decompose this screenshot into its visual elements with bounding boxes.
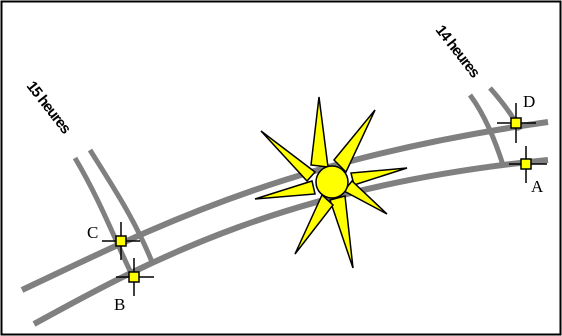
crosshair-marker-icon bbox=[129, 272, 139, 282]
point-label-b: B bbox=[114, 295, 125, 314]
crosshair-marker-icon bbox=[521, 159, 531, 169]
point-label-a: A bbox=[531, 177, 544, 196]
crosshair-marker-icon bbox=[116, 236, 126, 246]
crosshair-marker-icon bbox=[511, 118, 521, 128]
hour-label-14: 14 heures bbox=[432, 22, 483, 81]
hour-label-15: 15 heures bbox=[23, 78, 74, 137]
point-label-d: D bbox=[523, 92, 535, 111]
point-label-c: C bbox=[87, 223, 98, 242]
